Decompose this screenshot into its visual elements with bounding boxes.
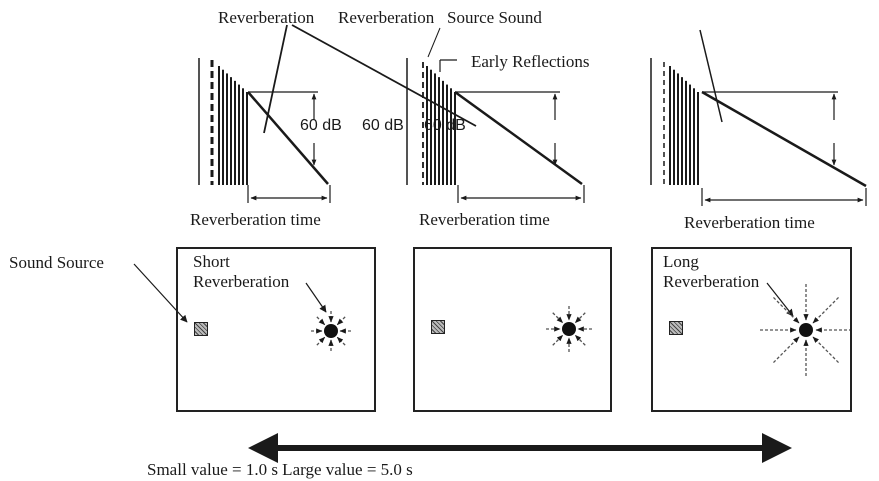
label-source-sound: Source Sound (447, 8, 542, 27)
sound-ray (336, 336, 346, 346)
decay-graph-short (198, 58, 331, 203)
label-reverberation-time: Reverberation time (684, 213, 815, 232)
sound-ray (316, 336, 326, 346)
label-reverberation-time: Reverberation time (190, 210, 321, 229)
decay-graph-long (650, 58, 867, 206)
sound-source-icon (669, 321, 683, 335)
decay-graph-medium (406, 58, 585, 203)
label-reverberation: Reverberation (218, 8, 315, 27)
sound-ray (773, 336, 800, 363)
label-sound-source: Sound Source (9, 253, 104, 272)
sound-ray (773, 297, 800, 324)
listener-short (311, 311, 351, 351)
label-reverberation: Reverberation (338, 8, 435, 27)
sound-ray (336, 316, 346, 326)
label-60db: 60 dB (300, 117, 342, 134)
label-reverberation-time: Reverberation time (419, 210, 550, 229)
listener-long (760, 284, 852, 376)
room-short (176, 247, 376, 412)
sound-source-icon (194, 322, 208, 336)
sound-ray (552, 312, 564, 324)
label-scale-values: Small value = 1.0 s Large value = 5.0 s (147, 460, 413, 479)
sound-ray (574, 312, 586, 324)
sound-source-icon (431, 320, 445, 334)
label-long-reverberation: Reverberation (663, 272, 760, 291)
room-long (651, 247, 852, 412)
label-early-reflections: Early Reflections (471, 52, 590, 71)
label-60db: 60 dB (424, 117, 466, 134)
label-60db: 60 dB (362, 117, 404, 134)
sound-ray (552, 334, 564, 346)
label-long: Long (663, 252, 699, 271)
label-short: Short (193, 252, 230, 271)
sound-ray (574, 334, 586, 346)
label-pointers (133, 24, 794, 323)
label-short-reverberation: Reverberation (193, 272, 290, 291)
sound-ray (812, 297, 839, 324)
sound-ray (812, 336, 839, 363)
listener-medium (546, 306, 592, 352)
sound-ray (316, 316, 326, 326)
room-medium (413, 247, 612, 412)
